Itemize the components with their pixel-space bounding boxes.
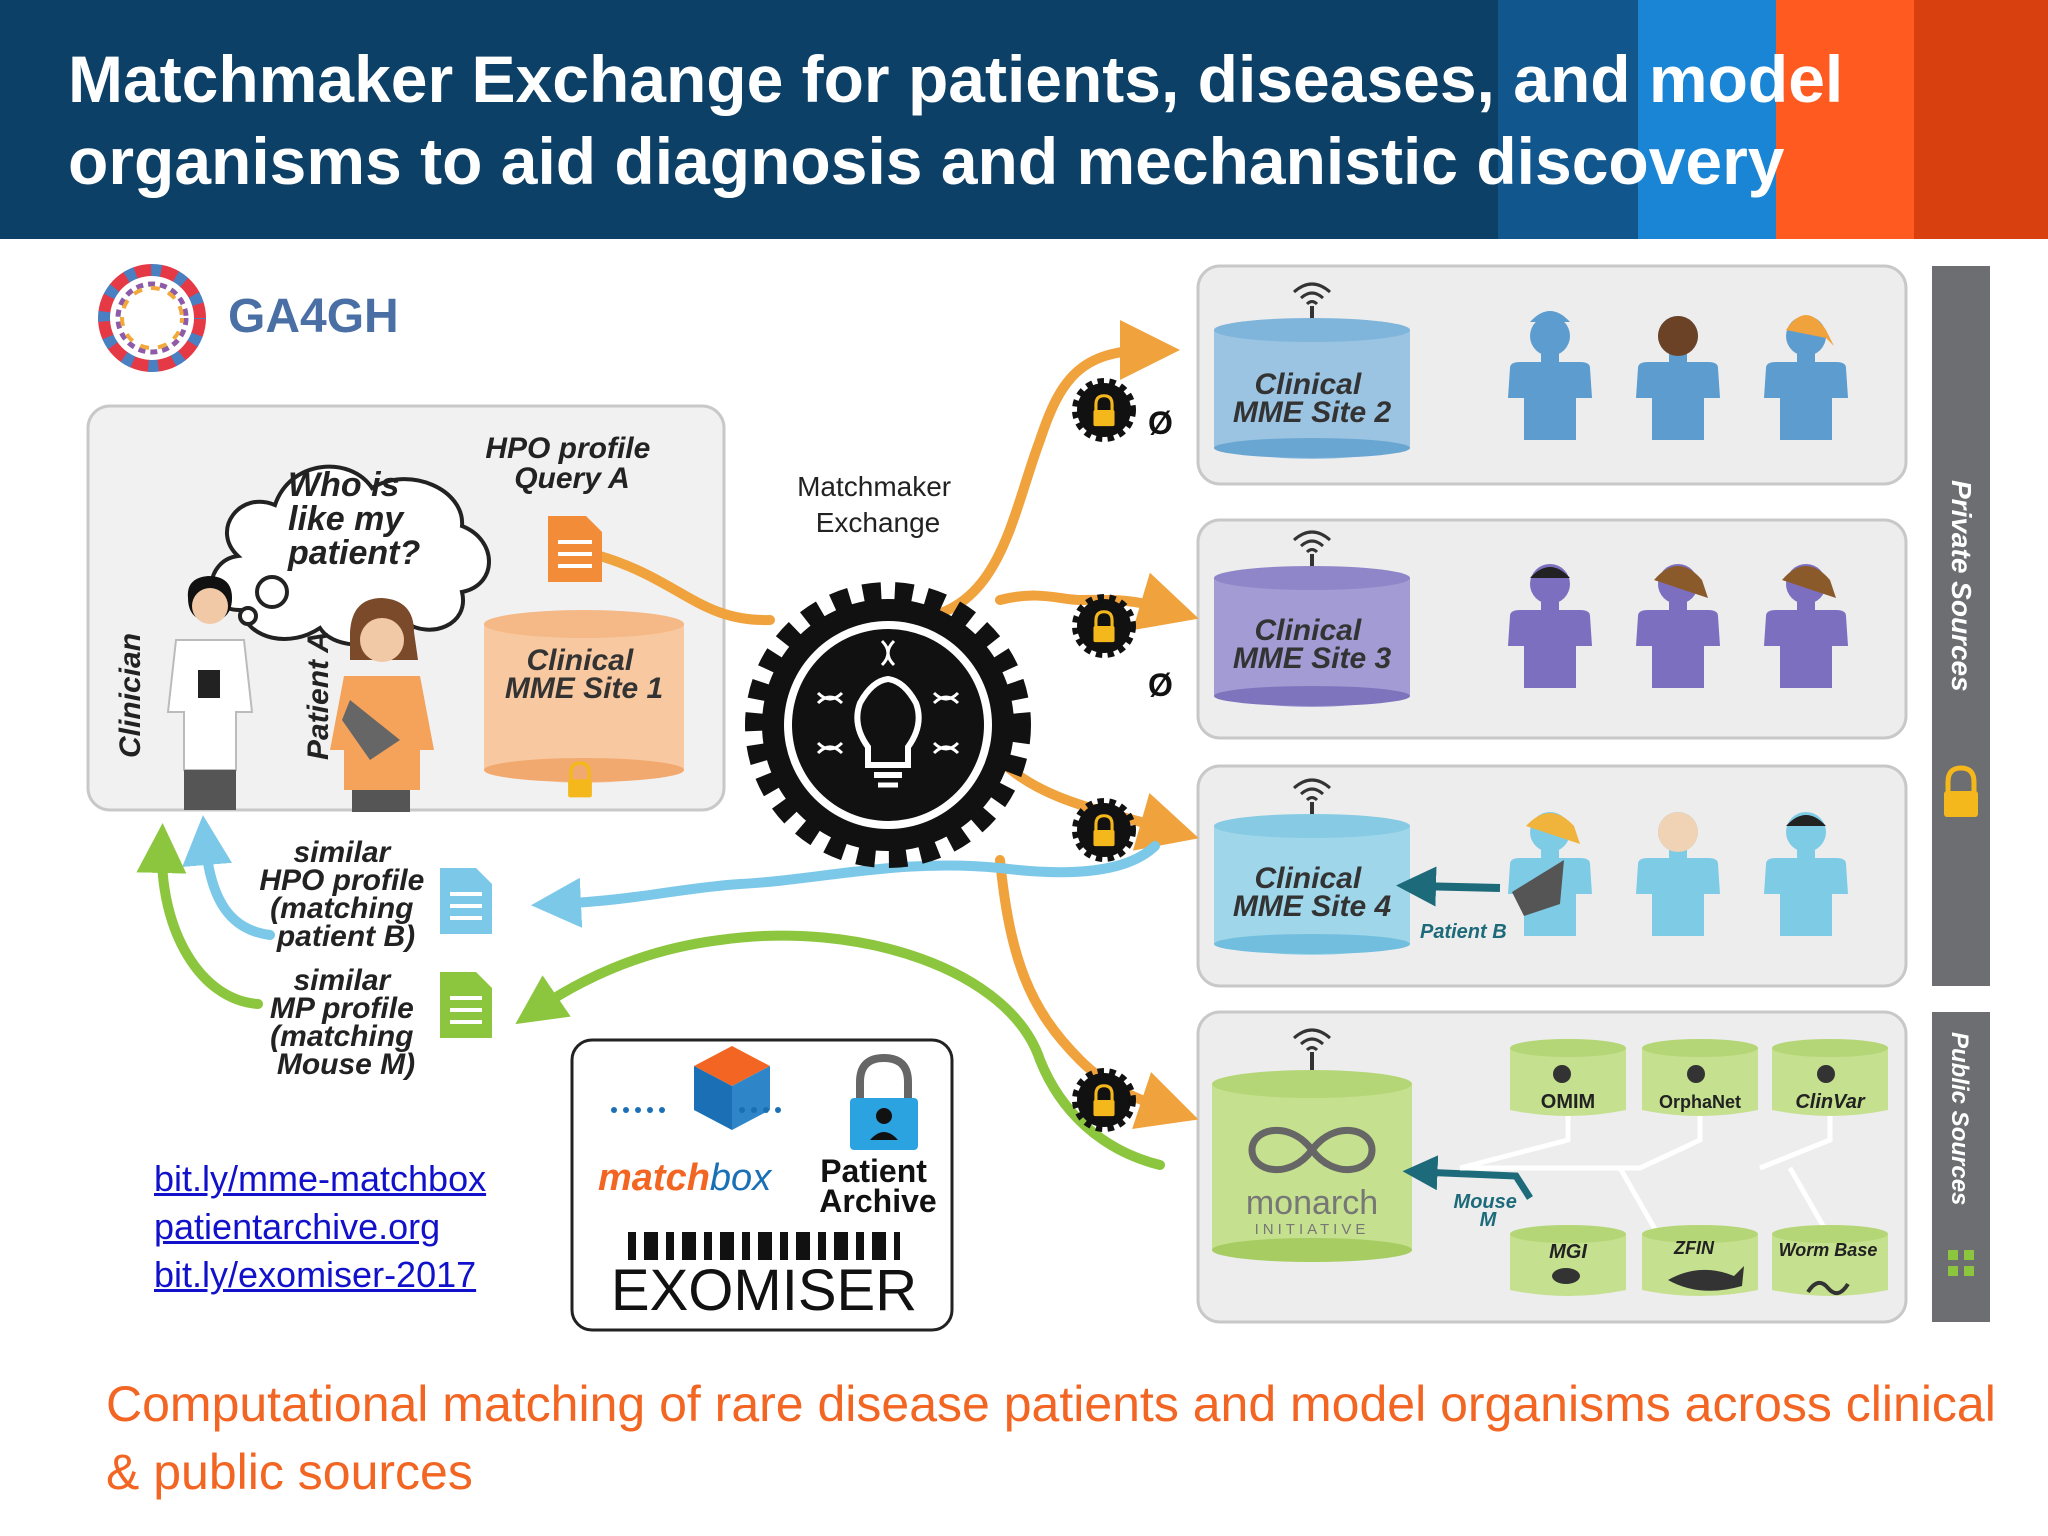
private-sources-bar [1932,266,1990,986]
mouse-label: Mouse M [1454,1191,1523,1231]
public-db-clinvar-icon [1772,1039,1888,1116]
matchbox-wordmark: matchbox [598,1157,773,1199]
header-band [1776,0,1914,239]
network-icon [1948,1250,1974,1276]
site1-label: Clinical MME Site 1 [505,644,663,705]
matchmaker-gear-icon [745,582,1031,868]
public-db-omim-icon [1510,1039,1626,1116]
public-sources-bar [1932,1012,1990,1322]
public-db-orphanet-icon [1642,1039,1758,1116]
patient-head [1658,812,1698,852]
public-db-label: Worm Base [1779,1240,1878,1260]
patientarchive-link[interactable]: patientarchive.org [154,1206,441,1247]
public-db-label: MGI [1549,1241,1587,1263]
clinician-return-arrow-green [136,823,263,1009]
public-db-label: ClinVar [1795,1091,1865,1113]
exchange-arrow-site3 [995,572,1199,631]
thought-text: Who is like my patient? [287,466,420,572]
no-match-symbol: Ø [1148,405,1173,441]
patient-b-arrow [1396,866,1501,907]
query-label: HPO profile Query A [485,432,658,495]
exomiser-wordmark: EXOMISER [611,1258,917,1323]
patient-a-label: Patient A [302,631,335,760]
header-band [1498,0,1638,239]
public-db-label: OrphaNet [1659,1092,1741,1112]
slide-title-line: organisms to aid diagnosis and mechanist… [68,124,1785,198]
exchange-arrow-site2 [895,320,1180,625]
gear-lock-icon [1077,599,1131,653]
patient-a-figure [330,598,434,812]
exchange-label: Matchmaker Exchange [797,471,959,538]
gear-lock-icon [1077,383,1131,437]
site1-database-icon [484,610,684,783]
exomiser-barcode-icon [628,1232,900,1260]
public-db-label: OMIM [1541,1091,1595,1113]
private-sources-label: Private Sources [1946,480,1977,692]
patient-archive-lock-icon [850,1053,918,1150]
monarch-logo-icon [1248,1127,1376,1173]
exomiser-link[interactable]: bit.ly/exomiser-2017 [154,1254,477,1295]
query-arrow [595,551,775,626]
patient-archive-wordmark: Patient Archive [819,1153,936,1219]
gear-lock-icon [1077,803,1131,857]
patient-hair [1786,815,1826,826]
monarch-database-icon [1212,1070,1412,1262]
clinician-figure [166,576,254,810]
clinician-return-arrow-blue [182,815,275,940]
site2-database-icon [1214,318,1410,459]
patient-b-sling [1512,860,1564,916]
public-db-label: ZFIN [1673,1238,1715,1258]
public-db-zfin-icon [1642,1225,1758,1296]
similar-hpo-label: similar HPO profile (matching patient B) [259,836,432,953]
patient-b-label: Patient B [1420,921,1507,943]
header-band [1914,0,2048,239]
slide-caption: Computational matching of rare disease p… [106,1376,1996,1500]
gear-unlock-icon [1077,1073,1131,1127]
ga4gh-wordmark: GA4GH [228,290,399,343]
resource-links: bit.ly/mme-matchbox patientarchive.org b… [154,1155,486,1299]
slide-title-line: Matchmaker Exchange for patients, diseas… [68,42,1844,116]
slide-title: Matchmaker Exchange for patients, diseas… [68,38,2018,202]
matchbox-link[interactable]: bit.ly/mme-matchbox [154,1158,487,1199]
site2-label: Clinical MME Site 2 [1233,368,1392,429]
mp-document-icon [440,972,492,1038]
monarch-subtitle: INITIATIVE [1255,1221,1370,1238]
ga4gh-logo-icon [98,264,206,372]
patient-hair [1782,566,1836,598]
public-sources-label: Public Sources [1946,1032,1973,1205]
patient-head [1658,316,1698,356]
site4-label: Clinical MME Site 4 [1233,862,1392,923]
patient-hair [1530,567,1570,578]
matchmaker-diagram: Private Sources Public Sources GA4GH [86,264,1990,1332]
site4-database-icon [1214,814,1410,955]
public-db-mgi-icon [1510,1225,1626,1296]
similar-mp-label: similar MP profile (matching Mouse M) [270,964,422,1081]
no-match-symbol: Ø [1148,667,1173,703]
patient-hair [1654,566,1708,598]
match-return-arrow-blue [531,841,1160,928]
patient-hair [1786,315,1834,346]
clinician-label: Clinician [114,633,147,758]
patient-hair [1526,813,1580,844]
hpo-document-icon [440,868,492,934]
thought-bubble [209,464,491,647]
title-banner: Matchmaker Exchange for patients, diseas… [0,0,2048,239]
match-return-arrow-green [515,930,1165,1170]
site3-label: Clinical MME Site 3 [1233,614,1392,675]
header-band [1638,0,1776,239]
exchange-arrow-public [995,855,1199,1129]
public-db-wormbase-icon [1772,1225,1888,1296]
site3-database-icon [1214,566,1410,707]
mouse-arrow [1402,1155,1533,1200]
patient-hair [1530,311,1570,322]
monarch-wordmark: monarch [1246,1184,1378,1222]
matchbox-cube-icon [611,1046,781,1130]
query-document-icon [548,516,602,582]
